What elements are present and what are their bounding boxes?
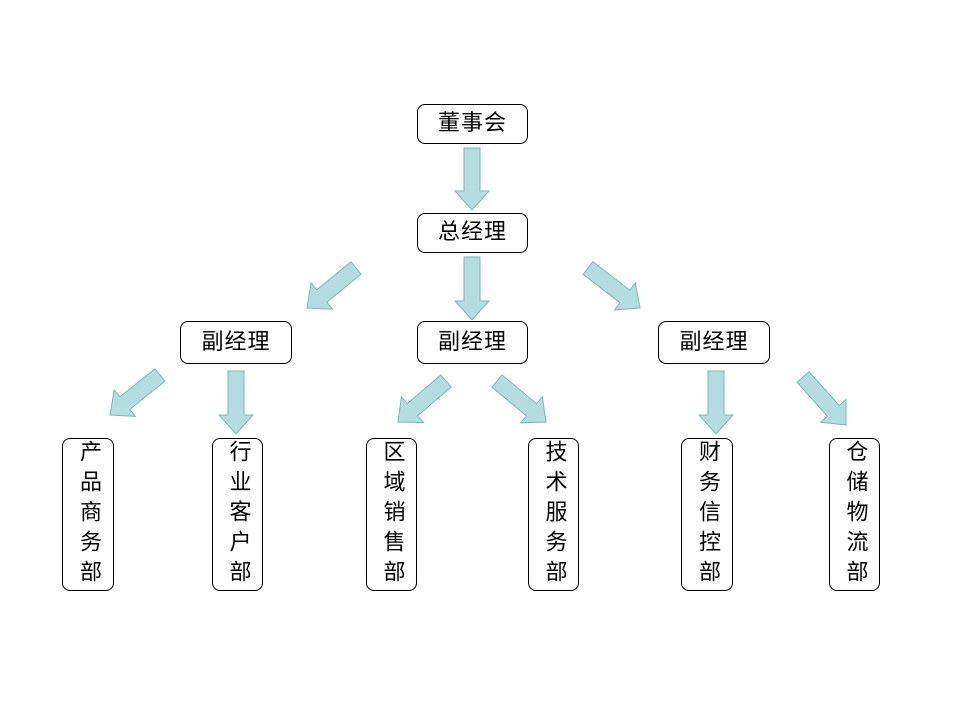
department-label: 仓储物流部 bbox=[842, 439, 868, 590]
vice-manager-left-node: 副经理 bbox=[180, 321, 292, 364]
arrow-vp-right-to-d6 bbox=[796, 370, 847, 426]
department-node-warehouse-logistics: 仓储物流部 bbox=[829, 438, 880, 591]
arrow-gm-to-vp-center bbox=[453, 256, 491, 321]
arrow-vp-left-to-d2 bbox=[217, 370, 255, 435]
department-label: 财务信控部 bbox=[695, 439, 720, 590]
department-label: 行业客户部 bbox=[225, 439, 251, 590]
vice-manager-right-node: 副经理 bbox=[658, 321, 770, 364]
arrow-vp-right-to-d5 bbox=[697, 370, 735, 435]
general-manager-label: 总经理 bbox=[437, 220, 507, 245]
department-label: 产品商务部 bbox=[76, 439, 101, 590]
vice-manager-left-label: 副经理 bbox=[201, 329, 271, 355]
arrow-gm-to-vp-left bbox=[306, 261, 362, 310]
vice-manager-center-node: 副经理 bbox=[417, 321, 528, 364]
general-manager-node: 总经理 bbox=[417, 213, 528, 253]
department-label: 区域销售部 bbox=[379, 439, 405, 590]
department-node-industry-client: 行业客户部 bbox=[212, 438, 263, 591]
vice-manager-right-label: 副经理 bbox=[679, 329, 749, 355]
department-node-technical-service: 技术服务部 bbox=[528, 438, 579, 591]
arrow-board-to-gm bbox=[453, 147, 491, 211]
arrow-vp-center-to-d4 bbox=[491, 374, 547, 424]
department-label: 技术服务部 bbox=[541, 439, 567, 590]
department-node-regional-sales: 区域销售部 bbox=[366, 438, 417, 591]
board-node: 董事会 bbox=[417, 104, 528, 144]
arrow-vp-center-to-d3 bbox=[397, 374, 452, 424]
department-node-finance-credit: 财务信控部 bbox=[681, 438, 733, 591]
arrow-vp-left-to-d1 bbox=[109, 368, 166, 417]
arrow-gm-to-vp-right bbox=[582, 261, 641, 311]
department-node-product-business: 产品商务部 bbox=[62, 438, 114, 591]
vice-manager-center-label: 副经理 bbox=[437, 329, 507, 355]
board-label: 董事会 bbox=[437, 111, 507, 136]
